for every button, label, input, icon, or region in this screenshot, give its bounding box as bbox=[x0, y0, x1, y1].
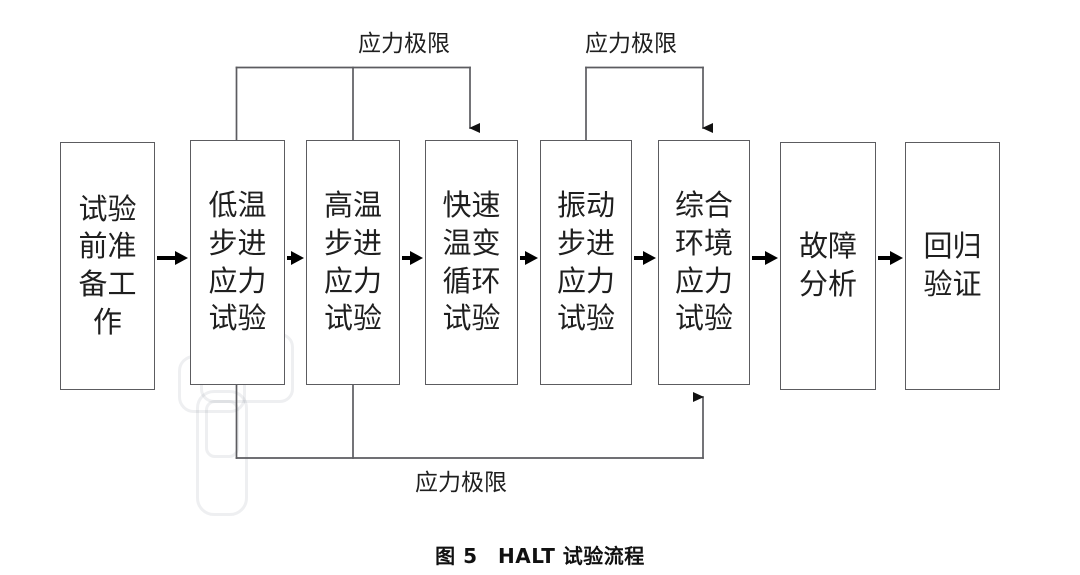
process-box-vibration-step-stress[interactable]: 振动 步进 应力 试验 bbox=[540, 140, 632, 385]
process-box-label: 故障 分析 bbox=[798, 229, 857, 301]
feedback-loop-label-top-left: 应力极限 bbox=[358, 31, 450, 57]
flow-arrow-icon bbox=[634, 251, 656, 265]
flow-arrow-icon bbox=[520, 251, 538, 265]
process-box-high-temperature-step-stress[interactable]: 高温 步进 应力 试验 bbox=[306, 140, 400, 385]
process-box-fault-analysis[interactable]: 故障 分析 bbox=[780, 142, 876, 390]
watermark-artifact bbox=[196, 390, 248, 516]
flow-arrow-icon bbox=[752, 251, 778, 265]
process-box-label: 振动 步进 应力 试验 bbox=[556, 188, 615, 336]
process-box-label: 高温 步进 应力 试验 bbox=[323, 188, 382, 336]
process-box-label: 回归 验证 bbox=[923, 229, 982, 301]
watermark-artifact bbox=[205, 400, 239, 458]
process-box-regression-verification[interactable]: 回归 验证 bbox=[905, 142, 1000, 390]
flow-arrow-icon bbox=[157, 251, 188, 265]
flow-arrow-icon bbox=[287, 251, 304, 265]
figure-caption: 图 5 HALT 试验流程 bbox=[435, 544, 645, 568]
process-box-test-preparation[interactable]: 试验 前准 备工 作 bbox=[60, 142, 155, 390]
process-box-label: 综合 环境 应力 试验 bbox=[674, 188, 733, 336]
process-box-low-temperature-step-stress[interactable]: 低温 步进 应力 试验 bbox=[190, 140, 285, 385]
flow-arrow-icon bbox=[878, 251, 903, 265]
flow-arrow-icon bbox=[402, 251, 423, 265]
process-box-rapid-thermal-cycling[interactable]: 快速 温变 循环 试验 bbox=[425, 140, 518, 385]
feedback-loop-label-bottom: 应力极限 bbox=[415, 470, 507, 496]
feedback-loop-label-top-right: 应力极限 bbox=[585, 31, 677, 57]
process-box-label: 试验 前准 备工 作 bbox=[78, 191, 137, 339]
process-box-label: 快速 温变 循环 试验 bbox=[442, 188, 501, 336]
process-box-label: 低温 步进 应力 试验 bbox=[208, 188, 267, 336]
process-box-combined-environment-stress[interactable]: 综合 环境 应力 试验 bbox=[658, 140, 750, 385]
